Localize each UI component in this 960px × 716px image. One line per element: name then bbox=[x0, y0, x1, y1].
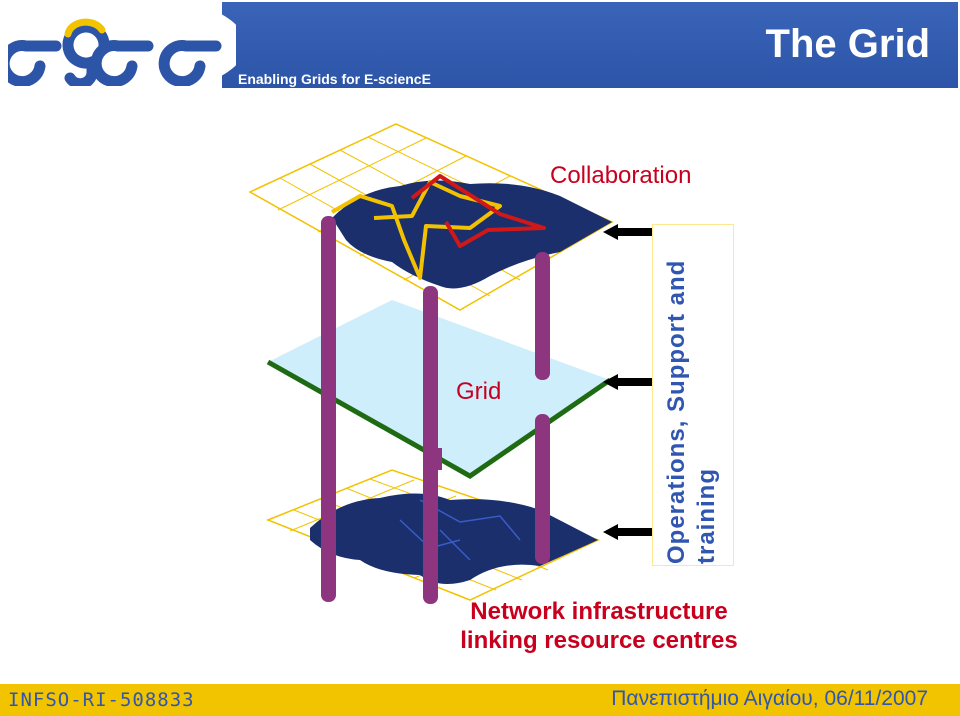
network-label-line2: linking resource centres bbox=[460, 627, 738, 654]
header-subtitle: Enabling Grids for E-sciencE bbox=[238, 71, 431, 87]
footer-venue-date: Πανεπιστήμιο Αιγαίου, 06/11/2007 bbox=[611, 687, 928, 710]
network-layer bbox=[265, 469, 601, 601]
collaboration-layer bbox=[248, 123, 614, 311]
header-band bbox=[222, 2, 958, 88]
support-arrows bbox=[603, 224, 652, 540]
pillars bbox=[321, 216, 550, 604]
network-label-line1: Network infrastructure bbox=[470, 598, 728, 625]
network-label: Network infrastructure linking resource … bbox=[434, 597, 764, 655]
operations-support-line2: training bbox=[693, 468, 720, 564]
grid-label: Grid bbox=[456, 378, 502, 405]
page-title: The Grid bbox=[765, 22, 930, 66]
operations-support-line1: Operations, Support and bbox=[663, 259, 690, 564]
collaboration-label: Collaboration bbox=[550, 162, 692, 189]
footer: INFSO-RI-508833 Πανεπιστήμιο Αιγαίου, 06… bbox=[0, 684, 960, 716]
operations-support-box bbox=[652, 224, 734, 566]
header: Enabling Grids for E-sciencE The Grid bbox=[0, 0, 960, 90]
grid-layers-diagram bbox=[248, 123, 652, 604]
operations-support-label: Operations, Support and training bbox=[662, 224, 722, 564]
egee-logo bbox=[8, 0, 236, 86]
footer-project-id: INFSO-RI-508833 bbox=[8, 689, 195, 711]
